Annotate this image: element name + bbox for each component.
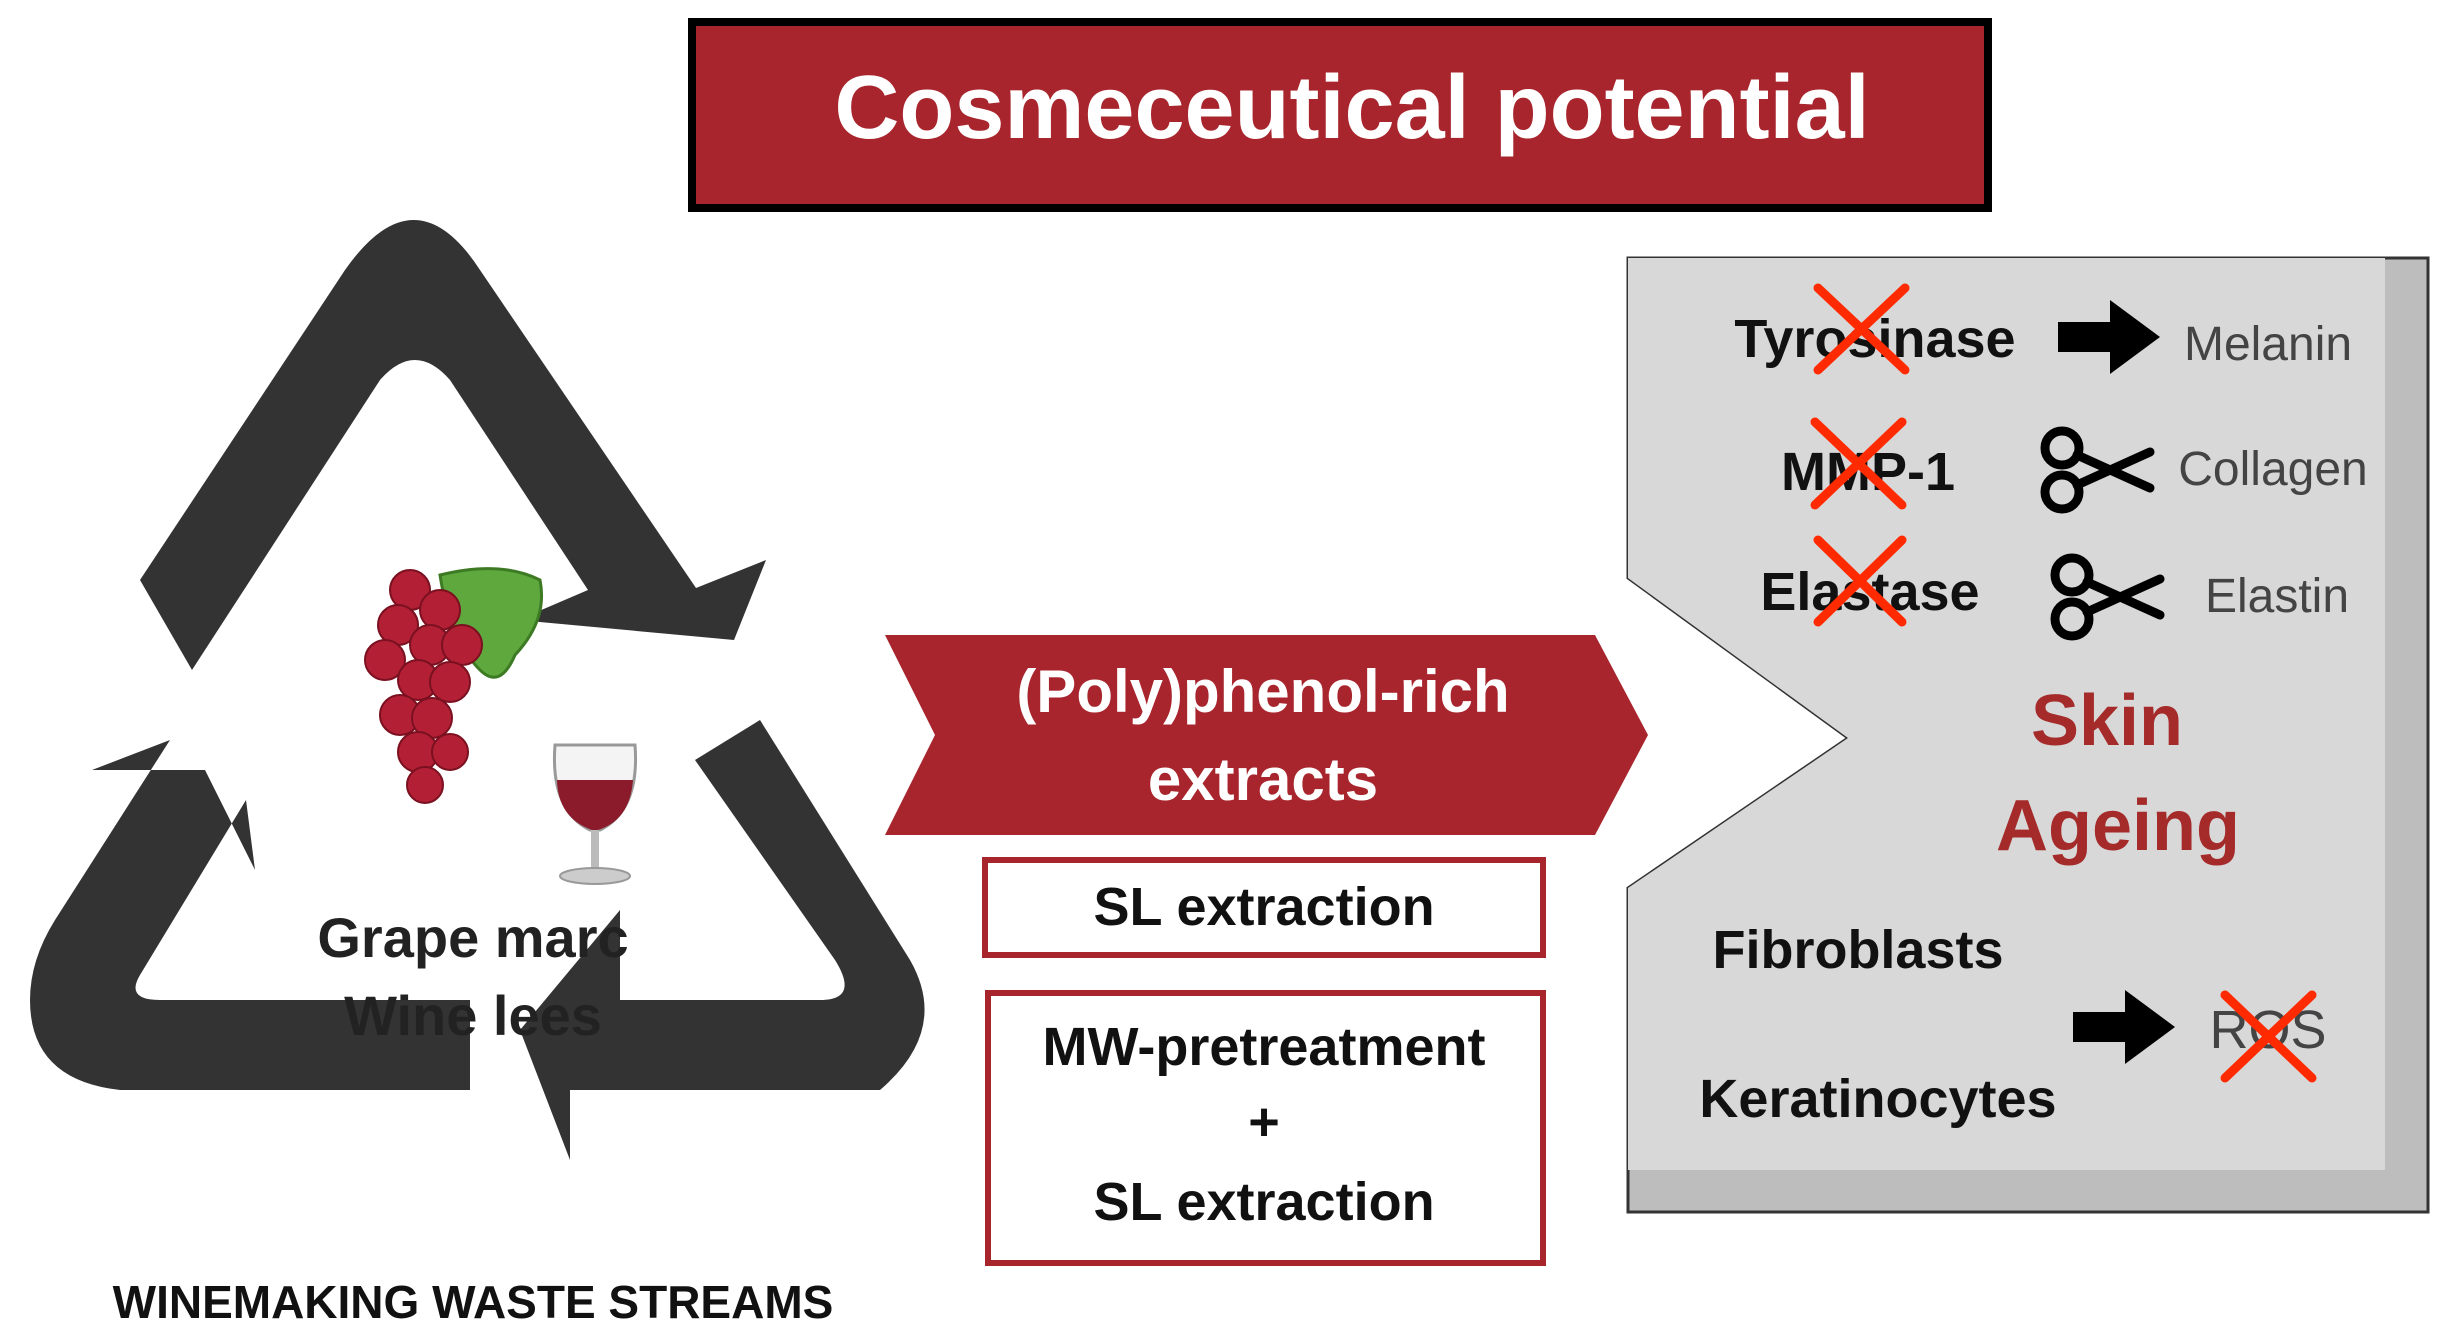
skin-panel-face bbox=[1628, 258, 2385, 1170]
method-mw-line1: MW-pretreatment bbox=[1043, 1017, 1486, 1077]
title-text: Cosmeceutical potential bbox=[834, 58, 1869, 158]
method-mw-line2: SL extraction bbox=[1093, 1172, 1434, 1232]
extract-label-line1: (Poly)phenol-rich bbox=[1016, 658, 1509, 725]
cross-icon bbox=[1810, 417, 1907, 510]
recycle-arrow-left bbox=[30, 740, 470, 1090]
cross-icon bbox=[1813, 283, 1910, 375]
method-box-sl: SL extraction bbox=[982, 857, 1546, 958]
wine-lees-label: Wine lees bbox=[344, 984, 602, 1047]
scissors-icon bbox=[2050, 553, 2165, 641]
recycle-arrow-top bbox=[140, 220, 766, 670]
extract-chevron: (Poly)phenol-rich extracts bbox=[885, 635, 1648, 835]
collagen-label: Collagen bbox=[2178, 443, 2367, 496]
title-box bbox=[688, 18, 1992, 212]
fibroblasts-label: Fibroblasts bbox=[1712, 920, 2003, 980]
method-mw-plus: + bbox=[1248, 1092, 1280, 1152]
scissors-icon bbox=[2040, 426, 2155, 514]
cross-icon bbox=[2220, 990, 2317, 1083]
skin-label: Skin bbox=[2031, 681, 2183, 761]
extract-arrow-shape bbox=[885, 635, 1648, 835]
grape-marc-label: Grape marc bbox=[317, 906, 628, 969]
keratinocytes-label: Keratinocytes bbox=[1699, 1069, 2056, 1129]
ageing-label: Ageing bbox=[1996, 786, 2240, 866]
title-banner: Cosmeceutical potential bbox=[688, 18, 1992, 212]
grape-icon bbox=[364, 567, 544, 804]
method-sl-label: SL extraction bbox=[1093, 877, 1434, 937]
wine-glass-icon bbox=[552, 743, 638, 885]
elastin-label: Elastin bbox=[2205, 570, 2349, 623]
recycle-icon bbox=[30, 220, 925, 1160]
melanin-label: Melanin bbox=[2184, 318, 2352, 371]
recycle-arrow-right bbox=[520, 720, 925, 1160]
method-box-mw: MW-pretreatment + SL extraction bbox=[985, 990, 1546, 1266]
extract-label-line2: extracts bbox=[1148, 746, 1378, 813]
arrow-right-icon bbox=[2058, 300, 2160, 374]
cross-icon bbox=[1813, 535, 1907, 627]
arrow-right-icon bbox=[2073, 990, 2175, 1064]
waste-streams-caption: WINEMAKING WASTE STREAMS bbox=[113, 1276, 834, 1328]
skin-panel: Tyrosinase Melanin MMP-1 Collagen Elasta… bbox=[1626, 256, 2430, 1214]
